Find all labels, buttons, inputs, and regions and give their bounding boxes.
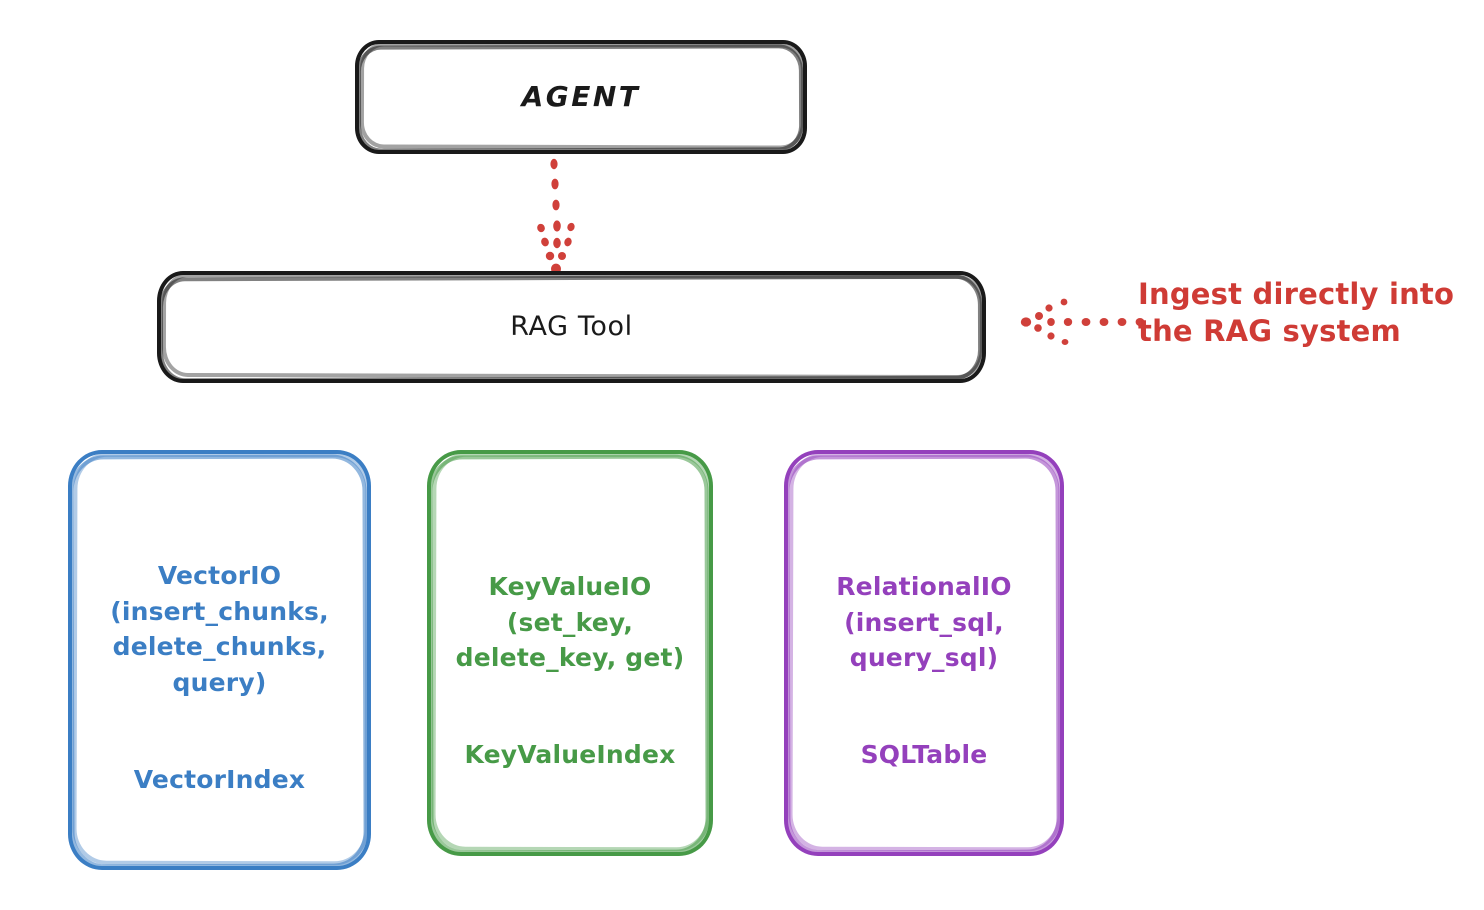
node-vector-io-label: VectorIO (insert_chunks, delete_chunks, … (110, 523, 329, 798)
node-vector-io[interactable]: VectorIO (insert_chunks, delete_chunks, … (68, 450, 371, 870)
node-relational-io-methods: RelationalIO (insert_sql, query_sql) (836, 572, 1012, 672)
node-relational-io[interactable]: RelationalIO (insert_sql, query_sql) SQL… (784, 450, 1064, 856)
node-key-value-io-label: KeyValueIO (set_key, delete_key, get) Ke… (456, 534, 685, 773)
spacer (110, 700, 329, 726)
spacer (456, 676, 685, 702)
node-rag-tool-label: RAG Tool (510, 310, 633, 342)
node-vector-io-methods: VectorIO (insert_chunks, delete_chunks, … (110, 561, 329, 697)
arrow-agent-to-rag-tool (537, 158, 575, 275)
spacer (836, 676, 1012, 702)
node-key-value-io-methods: KeyValueIO (set_key, delete_key, get) (455, 572, 685, 672)
node-relational-io-table: SQLTable (860, 740, 988, 769)
node-key-value-io[interactable]: KeyValueIO (set_key, delete_key, get) Ke… (427, 450, 713, 856)
arrow-ingest-to-rag-tool (1020, 298, 1145, 345)
node-agent-label: AGENT (521, 80, 641, 114)
node-agent[interactable]: AGENT (355, 40, 807, 154)
node-rag-tool[interactable]: RAG Tool (157, 271, 986, 383)
node-vector-io-index: VectorIndex (133, 764, 306, 794)
annotation-ingest: Ingest directly into the RAG system (1138, 277, 1455, 349)
node-relational-io-label: RelationalIO (insert_sql, query_sql) SQL… (836, 534, 1012, 773)
node-key-value-io-index: KeyValueIndex (464, 740, 676, 769)
